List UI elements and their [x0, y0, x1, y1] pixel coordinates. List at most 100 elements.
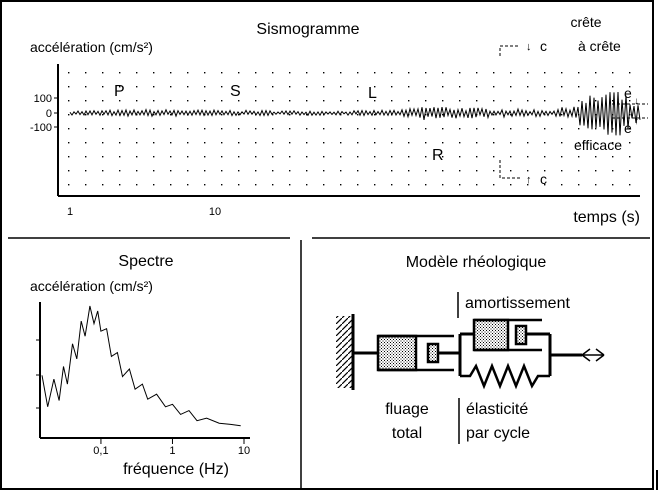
grid-dot: [476, 86, 478, 88]
grid-dot: [136, 184, 138, 186]
grid-dot: [374, 184, 376, 186]
grid-dot: [238, 86, 240, 88]
grid-dot: [68, 114, 70, 116]
grid-dot: [289, 100, 291, 102]
grid-dot: [306, 72, 308, 74]
grid-dot: [408, 156, 410, 158]
seismogram-y-label: accélération (cm/s²): [30, 39, 153, 55]
grid-dot: [629, 72, 631, 74]
grid-dot: [629, 100, 631, 102]
grid-dot: [340, 170, 342, 172]
grid-dot: [170, 100, 172, 102]
grid-dot: [119, 72, 121, 74]
grid-dot: [493, 72, 495, 74]
grid-dot: [476, 100, 478, 102]
grid-dot: [255, 142, 257, 144]
grid-dot: [221, 142, 223, 144]
grid-dot: [119, 86, 121, 88]
grid-dot: [289, 72, 291, 74]
grid-dot: [272, 170, 274, 172]
grid-dot: [170, 86, 172, 88]
grid-dot: [68, 170, 70, 172]
grid-dot: [493, 184, 495, 186]
grid-dot: [272, 184, 274, 186]
grid-dot: [561, 184, 563, 186]
grid-dot: [119, 170, 121, 172]
grid-dot: [561, 142, 563, 144]
grid-dot: [527, 86, 529, 88]
grid-dot: [204, 184, 206, 186]
creep-dashpot: [376, 334, 460, 372]
spectrum-trace: [41, 305, 241, 427]
grid-dot: [289, 142, 291, 144]
grid-dot: [595, 156, 597, 158]
grid-dot: [578, 156, 580, 158]
grid-dot: [459, 86, 461, 88]
grid-dot: [255, 100, 257, 102]
grid-dot: [544, 128, 546, 130]
grid-dot: [255, 128, 257, 130]
grid-dot: [442, 100, 444, 102]
grid-dot: [391, 72, 393, 74]
grid-dot: [187, 170, 189, 172]
grid-dot: [136, 114, 138, 116]
grid-dot: [340, 142, 342, 144]
grid-dot: [408, 72, 410, 74]
grid-dot: [119, 128, 121, 130]
grid-dot: [544, 114, 546, 116]
grid-dot: [340, 184, 342, 186]
grid-dot: [374, 170, 376, 172]
grid-dot: [476, 72, 478, 74]
grid-dot: [238, 156, 240, 158]
grid-dot: [527, 156, 529, 158]
grid-dot: [493, 114, 495, 116]
grid-dot: [391, 184, 393, 186]
seismogram-ytick-100: 100: [34, 93, 52, 105]
grid-dot: [136, 156, 138, 158]
creep-label-line2: total: [392, 425, 422, 442]
grid-dot: [272, 100, 274, 102]
grid-dot: [221, 170, 223, 172]
grid-dot: [357, 128, 359, 130]
crest-top-leader: [499, 45, 520, 56]
seismogram-xtick-10: 10: [209, 206, 221, 218]
grid-dot: [408, 100, 410, 102]
spectrum-xtick-label: 0,1: [93, 445, 108, 457]
grid-dot: [476, 156, 478, 158]
grid-dot: [187, 100, 189, 102]
grid-dot: [408, 86, 410, 88]
grid-dot: [221, 114, 223, 116]
crest-bottom-leader: [499, 160, 520, 179]
grid-dot: [629, 142, 631, 144]
grid-dot: [561, 170, 563, 172]
grid-dot: [204, 100, 206, 102]
grid-dot: [102, 72, 104, 74]
grid-dot: [561, 100, 563, 102]
grid-dot: [68, 184, 70, 186]
spectrum-xtick-label: 1: [169, 445, 175, 457]
grid-dot: [306, 170, 308, 172]
grid-dot: [289, 156, 291, 158]
grid-dot: [306, 114, 308, 116]
grid-dot: [510, 184, 512, 186]
grid-dot: [136, 72, 138, 74]
grid-dot: [629, 128, 631, 130]
grid-dot: [85, 170, 87, 172]
grid-dot: [289, 170, 291, 172]
grid-dot: [442, 128, 444, 130]
grid-dot: [561, 72, 563, 74]
grid-dot: [323, 142, 325, 144]
grid-dot: [221, 72, 223, 74]
grid-dot: [578, 86, 580, 88]
phase-label-r: R: [432, 147, 444, 164]
grid-dot: [272, 86, 274, 88]
grid-dot: [612, 72, 614, 74]
grid-dot: [629, 114, 631, 116]
grid-dot: [442, 142, 444, 144]
grid-dot: [340, 114, 342, 116]
grid-dot: [510, 170, 512, 172]
crest-to-crest-label: à crête: [578, 38, 621, 54]
grid-dot: [595, 184, 597, 186]
grid-dot: [459, 156, 461, 158]
